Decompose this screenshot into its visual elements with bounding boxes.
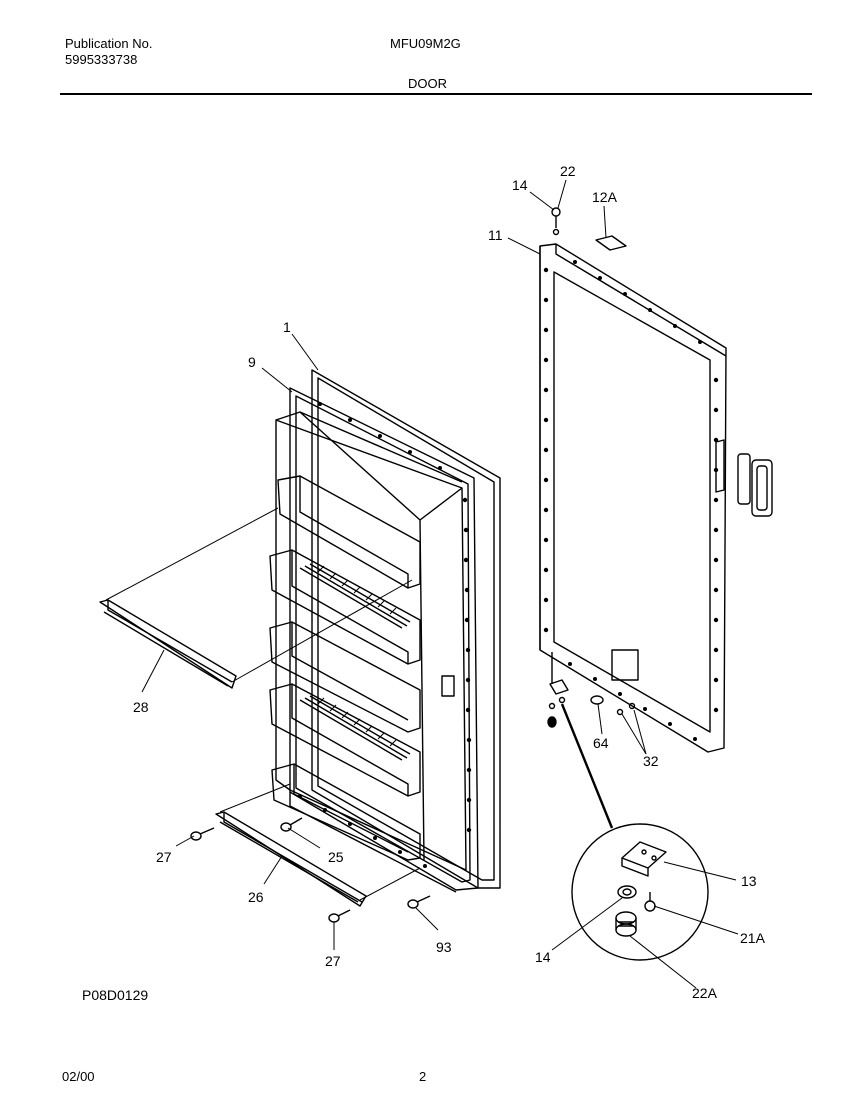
callout-1: 1 <box>283 319 291 335</box>
top-screw <box>551 207 561 236</box>
section-title: DOOR <box>408 76 447 91</box>
callout-64: 64 <box>593 735 609 751</box>
callout-32: 32 <box>643 753 659 769</box>
publication-label: Publication No. <box>65 36 153 51</box>
callout-25: 25 <box>328 849 344 865</box>
hinge-detail-circle <box>560 703 709 961</box>
callout-22: 22 <box>560 163 576 179</box>
screw-93 <box>407 895 431 909</box>
callout-9: 9 <box>248 354 256 370</box>
model-number: MFU09M2G <box>390 36 461 51</box>
header-rule <box>60 93 812 95</box>
label-plate <box>595 235 627 251</box>
callout-14-top: 14 <box>512 177 528 193</box>
callout-26: 26 <box>248 889 264 905</box>
leader-lines <box>141 179 739 989</box>
figure-code: P08D0129 <box>82 987 148 1003</box>
callout-14-detail: 14 <box>535 949 551 965</box>
screw-25 <box>280 817 303 832</box>
callout-11: 11 <box>488 227 503 243</box>
callout-13: 13 <box>741 873 757 889</box>
screw-27b <box>328 909 351 923</box>
inner-door-liner <box>269 369 501 893</box>
footer-date: 02/00 <box>62 1069 95 1084</box>
callout-27-lower: 27 <box>325 953 341 969</box>
callout-28: 28 <box>133 699 149 715</box>
page-number: 2 <box>419 1069 427 1084</box>
callout-22A: 22A <box>692 985 718 1001</box>
callout-27-upper: 27 <box>156 849 172 865</box>
callout-12A: 12A <box>592 189 618 205</box>
publication-number: 5995333738 <box>65 52 138 67</box>
outer-door-panel <box>539 243 773 753</box>
callout-93: 93 <box>436 939 452 955</box>
lower-shelf-rail <box>215 811 367 907</box>
callout-21A: 21A <box>740 930 766 946</box>
screw-27a <box>190 827 215 841</box>
shelf-rail <box>99 599 237 689</box>
bottom-hinge-parts <box>547 652 636 728</box>
